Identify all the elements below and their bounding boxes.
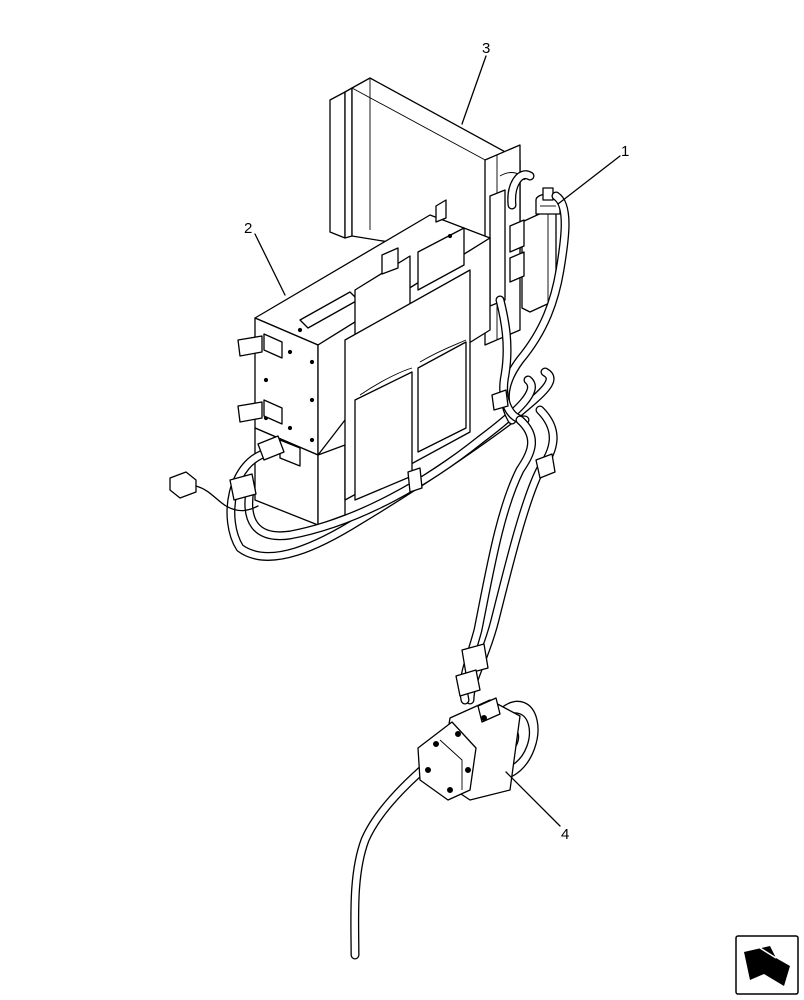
refrigerant-hoses bbox=[226, 170, 570, 960]
receiver-drier bbox=[509, 187, 561, 313]
evaporator-heater-unit bbox=[237, 199, 491, 526]
leader-lines bbox=[254, 55, 621, 827]
callout-1: 1 bbox=[621, 143, 629, 160]
ac-compressor bbox=[417, 697, 539, 801]
callout-2: 2 bbox=[244, 220, 252, 237]
electrical-connector bbox=[169, 471, 259, 512]
condenser-frame bbox=[329, 77, 526, 346]
leader-line-3 bbox=[461, 55, 487, 125]
callout-3: 3 bbox=[482, 40, 490, 57]
leader-line-1 bbox=[557, 155, 621, 205]
leader-line-2 bbox=[254, 233, 286, 296]
next-page-arrow-icon[interactable] bbox=[735, 935, 799, 995]
callout-4: 4 bbox=[561, 826, 569, 843]
leader-line-4 bbox=[505, 771, 561, 827]
